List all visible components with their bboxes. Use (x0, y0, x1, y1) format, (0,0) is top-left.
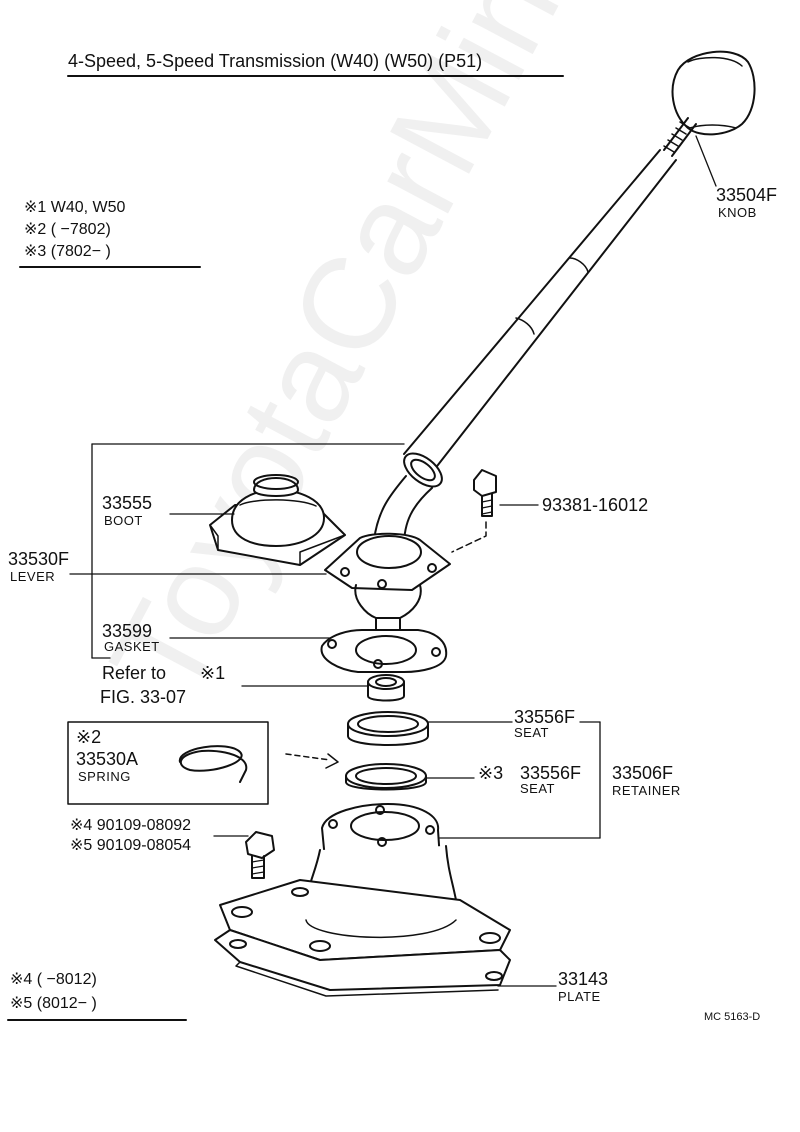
bolt-number: 93381-16012 (542, 495, 649, 515)
refer-line2: FIG. 33-07 (100, 687, 187, 707)
note-1-text: W40, W50 (50, 199, 126, 216)
bolt5-number: 90109-08054 (96, 837, 192, 854)
bolt4-mark: ※4 (70, 817, 93, 834)
note-2: ※2 ( −7802) (24, 222, 111, 238)
gasket-name: GASKET (104, 639, 160, 654)
note-5: ※5 (8012− ) (10, 996, 97, 1012)
plate-number: 33143 (558, 969, 609, 989)
retainer-number: 33506F (612, 763, 674, 783)
note-3-text: (7802− ) (50, 243, 111, 260)
note-5-text: (8012− ) (36, 995, 97, 1012)
seat2-number: 33556F (520, 763, 582, 783)
note-4-mark: ※4 (10, 971, 33, 988)
refer-line1: Refer to (102, 663, 167, 683)
spring-mark: ※2 (76, 727, 102, 747)
knob-shape (671, 50, 756, 136)
page-title: 4-Speed, 5-Speed Transmission (W40) (W50… (68, 51, 483, 71)
seat2-mark: ※3 (478, 763, 504, 783)
note-2-mark: ※2 (24, 221, 47, 238)
note-1-mark: ※1 (24, 199, 47, 216)
note-4: ※4 ( −8012) (10, 972, 97, 988)
note-2-text: ( −7802) (50, 221, 111, 238)
bolt4-label: ※4 90109-08092 (70, 818, 191, 834)
note-5-mark: ※5 (10, 995, 33, 1012)
note-4-text: ( −8012) (36, 971, 97, 988)
retainer-name: RETAINER (612, 783, 681, 798)
lever-number: 33530F (8, 549, 70, 569)
note-3: ※3 (7802− ) (24, 244, 111, 260)
boot-number: 33555 (102, 493, 153, 513)
note-1: ※1 W40, W50 (24, 200, 125, 216)
seat1-name: SEAT (514, 725, 549, 740)
note-3-mark: ※3 (24, 243, 47, 260)
refer-mark: ※1 (200, 663, 226, 683)
boot-name: BOOT (104, 513, 143, 528)
plate-name: PLATE (558, 989, 601, 1004)
knob-name: KNOB (718, 205, 757, 220)
bolt5-mark: ※5 (70, 837, 93, 854)
knob-number: 33504F (716, 185, 778, 205)
gasket-number: 33599 (102, 621, 153, 641)
lever-name: LEVER (10, 569, 56, 584)
seat2-name: SEAT (520, 781, 555, 796)
seat1-number: 33556F (514, 707, 576, 727)
spring-number: 33530A (76, 749, 139, 769)
bolt4-number: 90109-08092 (96, 817, 192, 834)
spring-name: SPRING (78, 769, 131, 784)
bolt5-label: ※5 90109-08054 (70, 838, 191, 854)
figure-code: MC 5163-D (704, 1011, 761, 1023)
